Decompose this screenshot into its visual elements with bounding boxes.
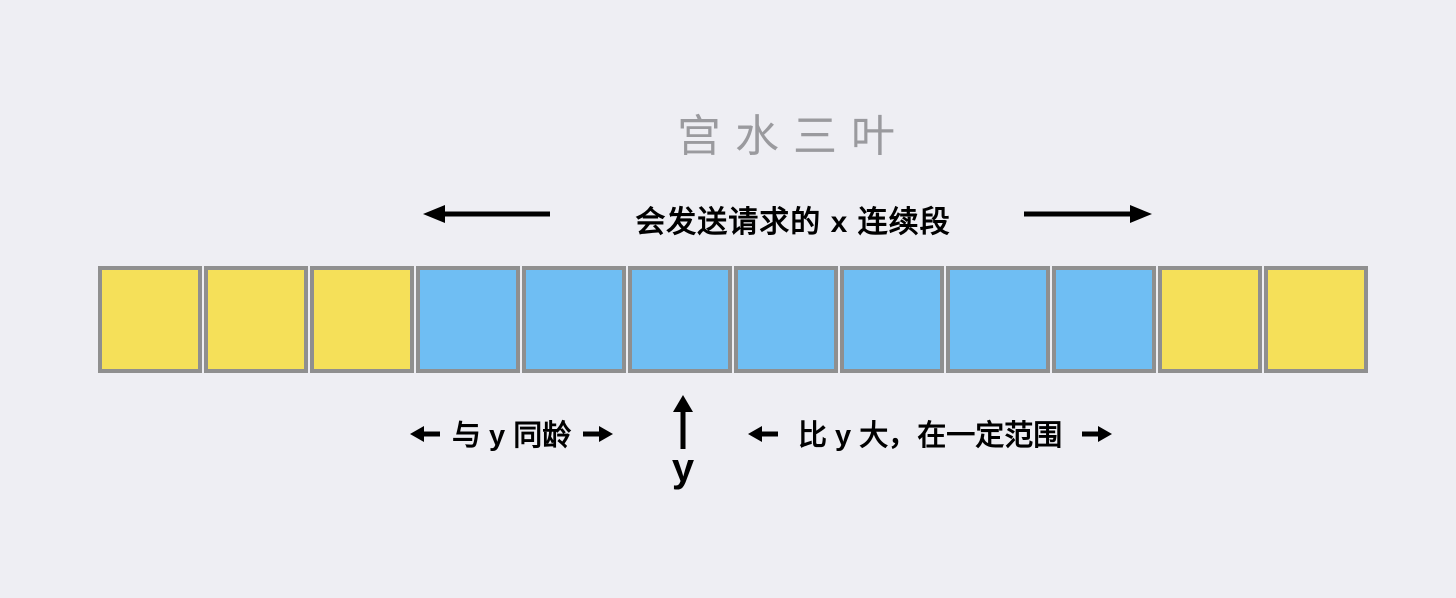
cell-4-blue: [416, 266, 520, 373]
segment-title: 会发送请求的 x 连续段: [635, 206, 951, 239]
short-right-arrow-icon: [583, 417, 614, 450]
cell-7-blue: [734, 266, 838, 373]
cell-11-yellow: [1158, 266, 1262, 373]
right-annotation: 比 y 大，在一定范围: [748, 414, 1113, 452]
cell-row: [98, 266, 1368, 373]
left-annotation: 与 y 同龄: [410, 414, 614, 452]
y-pointer-label: y: [671, 446, 695, 490]
short-right-arrow-icon: [1082, 417, 1113, 450]
watermark-text: 宫水三叶: [677, 111, 909, 162]
cell-3-yellow: [310, 266, 414, 373]
right-annotation-label: 比 y 大，在一定范围: [798, 420, 1063, 452]
cell-2-yellow: [204, 266, 308, 373]
cell-10-blue: [1052, 266, 1156, 373]
cell-1-yellow: [98, 266, 202, 373]
long-left-arrow-icon: [423, 205, 550, 223]
short-left-arrow-icon: [748, 417, 778, 450]
long-right-arrow-icon: [1024, 205, 1152, 223]
cell-6-blue: [628, 266, 732, 373]
up-arrow-icon: [673, 395, 693, 449]
left-annotation-label: 与 y 同龄: [452, 420, 572, 452]
short-left-arrow-icon: [410, 417, 440, 450]
cell-9-blue: [946, 266, 1050, 373]
cell-5-blue: [522, 266, 626, 373]
cell-12-yellow: [1264, 266, 1368, 373]
cell-8-blue: [840, 266, 944, 373]
